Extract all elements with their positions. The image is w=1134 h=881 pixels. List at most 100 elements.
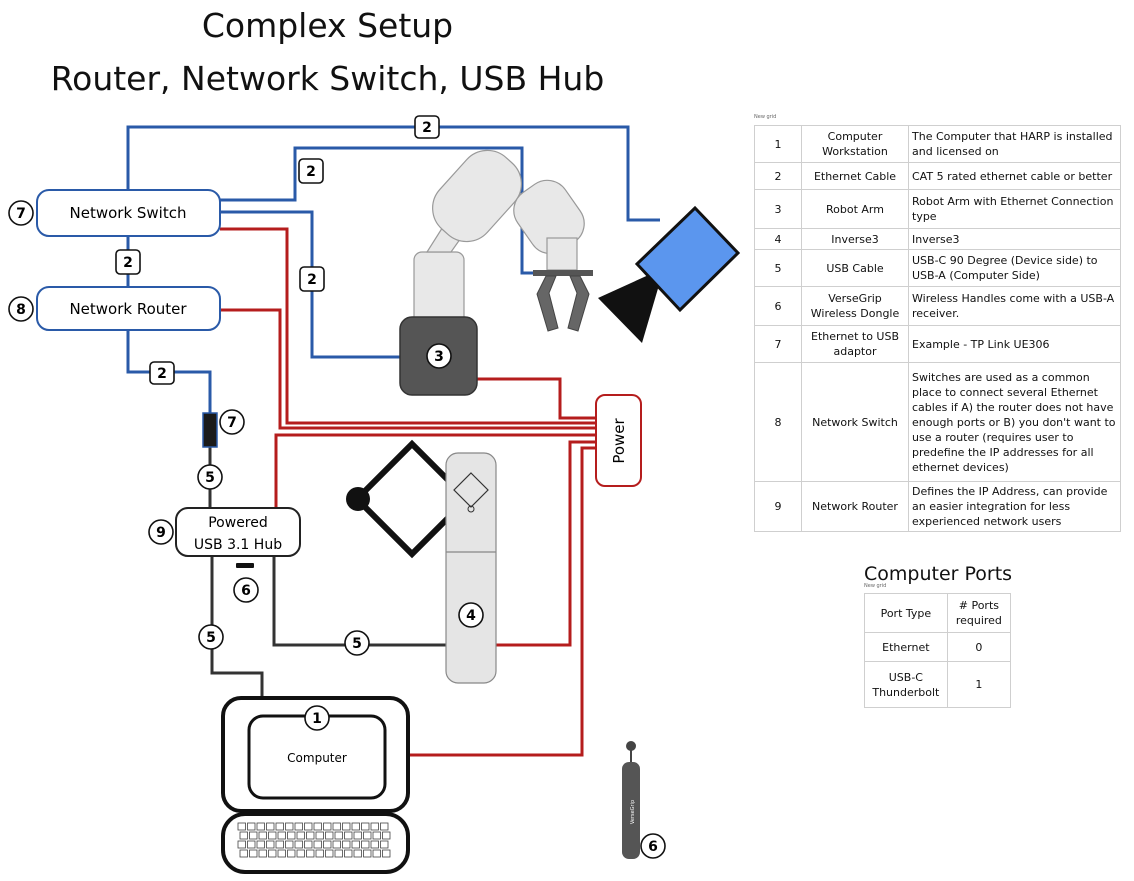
marker-network-switch: 7 — [8, 200, 34, 226]
keyboard-key — [287, 831, 296, 840]
legend-name: Ethernet to USB adaptor — [801, 325, 909, 363]
usb-hub-box — [175, 507, 301, 557]
keyboard-key — [277, 831, 286, 840]
keyboard-key — [294, 822, 303, 831]
keyboard-key — [315, 849, 324, 858]
legend-number: 3 — [754, 189, 802, 229]
keyboard-key — [370, 822, 379, 831]
keyboard-key — [306, 849, 315, 858]
svg-text:9: 9 — [156, 525, 166, 541]
wireless-dongle — [236, 563, 254, 568]
svg-text:1: 1 — [312, 711, 322, 727]
legend-number: 4 — [754, 228, 802, 250]
diagram-subtitle: Router, Network Switch, USB Hub — [50, 59, 605, 98]
keyboard-key — [258, 849, 267, 858]
keyboard-key — [285, 822, 294, 831]
ports-title: Computer Ports — [864, 563, 1013, 585]
diagram-title: Complex Setup — [201, 6, 454, 45]
keyboard-key — [268, 849, 277, 858]
legend-name: Network Router — [801, 481, 909, 532]
keyboard-key — [313, 840, 322, 849]
svg-text:3: 3 — [434, 349, 444, 365]
legend-description: Inverse3 — [908, 228, 1121, 250]
marker-versegrip: 6 — [640, 833, 666, 859]
power-label: Power — [610, 417, 628, 463]
svg-text:6: 6 — [241, 583, 251, 599]
keyboard-key — [268, 831, 277, 840]
usb-cable-hub-inverse3 — [272, 556, 446, 647]
power-box — [595, 394, 642, 487]
power-cable-hub — [274, 433, 598, 508]
legend-description: Wireless Handles come with a USB-A recei… — [908, 286, 1121, 326]
keyboard-key — [361, 822, 370, 831]
legend-number: 6 — [754, 286, 802, 326]
marker-ethernet-router: 2 — [149, 361, 175, 385]
marker-usb-adaptor-hub: 5 — [197, 464, 223, 490]
marker-usb-hub-computer: 5 — [198, 624, 224, 650]
legend-name: VerseGrip Wireless Dongle — [801, 286, 909, 326]
keyboard-key — [363, 849, 372, 858]
legend-number: 7 — [754, 325, 802, 363]
legend-name: Computer Workstation — [801, 125, 909, 163]
network-router-box — [36, 286, 221, 331]
power-cable-computer — [408, 446, 598, 757]
network-switch-label: Network Switch — [70, 204, 187, 222]
svg-text:2: 2 — [307, 272, 317, 288]
keyboard-key — [258, 831, 267, 840]
marker-adaptor: 7 — [219, 409, 245, 435]
legend-caption: New grid — [754, 114, 777, 120]
keyboard-key — [323, 840, 332, 849]
keyboard-key — [237, 840, 246, 849]
ports-caption: New grid — [864, 583, 887, 589]
svg-text:8: 8 — [16, 302, 26, 318]
keyboard-key — [325, 849, 334, 858]
legend-description: Robot Arm with Ethernet Connection type — [908, 189, 1121, 229]
keyboard-key — [296, 849, 305, 858]
keyboard-key — [313, 822, 322, 831]
ports-count-cell: 0 — [946, 632, 1012, 662]
computer-label: Computer — [287, 751, 347, 765]
legend-name: Inverse3 — [801, 228, 909, 250]
power-cables — [220, 227, 598, 757]
keyboard-key — [249, 831, 258, 840]
svg-text:4: 4 — [466, 608, 476, 624]
svg-text:5: 5 — [352, 636, 362, 652]
legend-number: 9 — [754, 481, 802, 532]
usb-hub-label-line1: Powered — [208, 515, 268, 531]
ports-type-cell: USB-C Thunderbolt — [864, 661, 948, 708]
ports-count-cell: 1 — [946, 661, 1012, 708]
keyboard-key — [256, 840, 265, 849]
inverse3-device — [346, 439, 497, 684]
power-cable-router — [220, 308, 598, 430]
keyboard-key — [266, 822, 275, 831]
keyboard-key — [372, 831, 381, 840]
svg-text:2: 2 — [123, 255, 133, 271]
legend-name: USB Cable — [801, 249, 909, 287]
versegrip-device: VerseGrip — [622, 741, 640, 859]
keyboard-key — [344, 849, 353, 858]
keyboard-key — [353, 849, 362, 858]
legend-name: Network Switch — [801, 362, 909, 482]
keyboard-key — [382, 831, 391, 840]
ethernet-cable-robot-gripper — [220, 146, 545, 275]
keyboard-key — [323, 822, 332, 831]
keyboard-key — [315, 831, 324, 840]
keyboard-key — [370, 840, 379, 849]
legend-number: 5 — [754, 249, 802, 287]
keyboard-key — [351, 840, 360, 849]
legend-description: Defines the IP Address, can provide an e… — [908, 481, 1121, 532]
ports-header-row: Port Type # Ports required — [864, 593, 1012, 633]
keyboard-key — [256, 822, 265, 831]
network-switch-box — [36, 189, 221, 237]
marker-ethernet-switch-router: 2 — [115, 249, 141, 275]
legend-description: The Computer that HARP is installed and … — [908, 125, 1121, 163]
power-cable-inverse3 — [496, 440, 598, 647]
marker-ethernet-arm: 2 — [299, 266, 325, 292]
